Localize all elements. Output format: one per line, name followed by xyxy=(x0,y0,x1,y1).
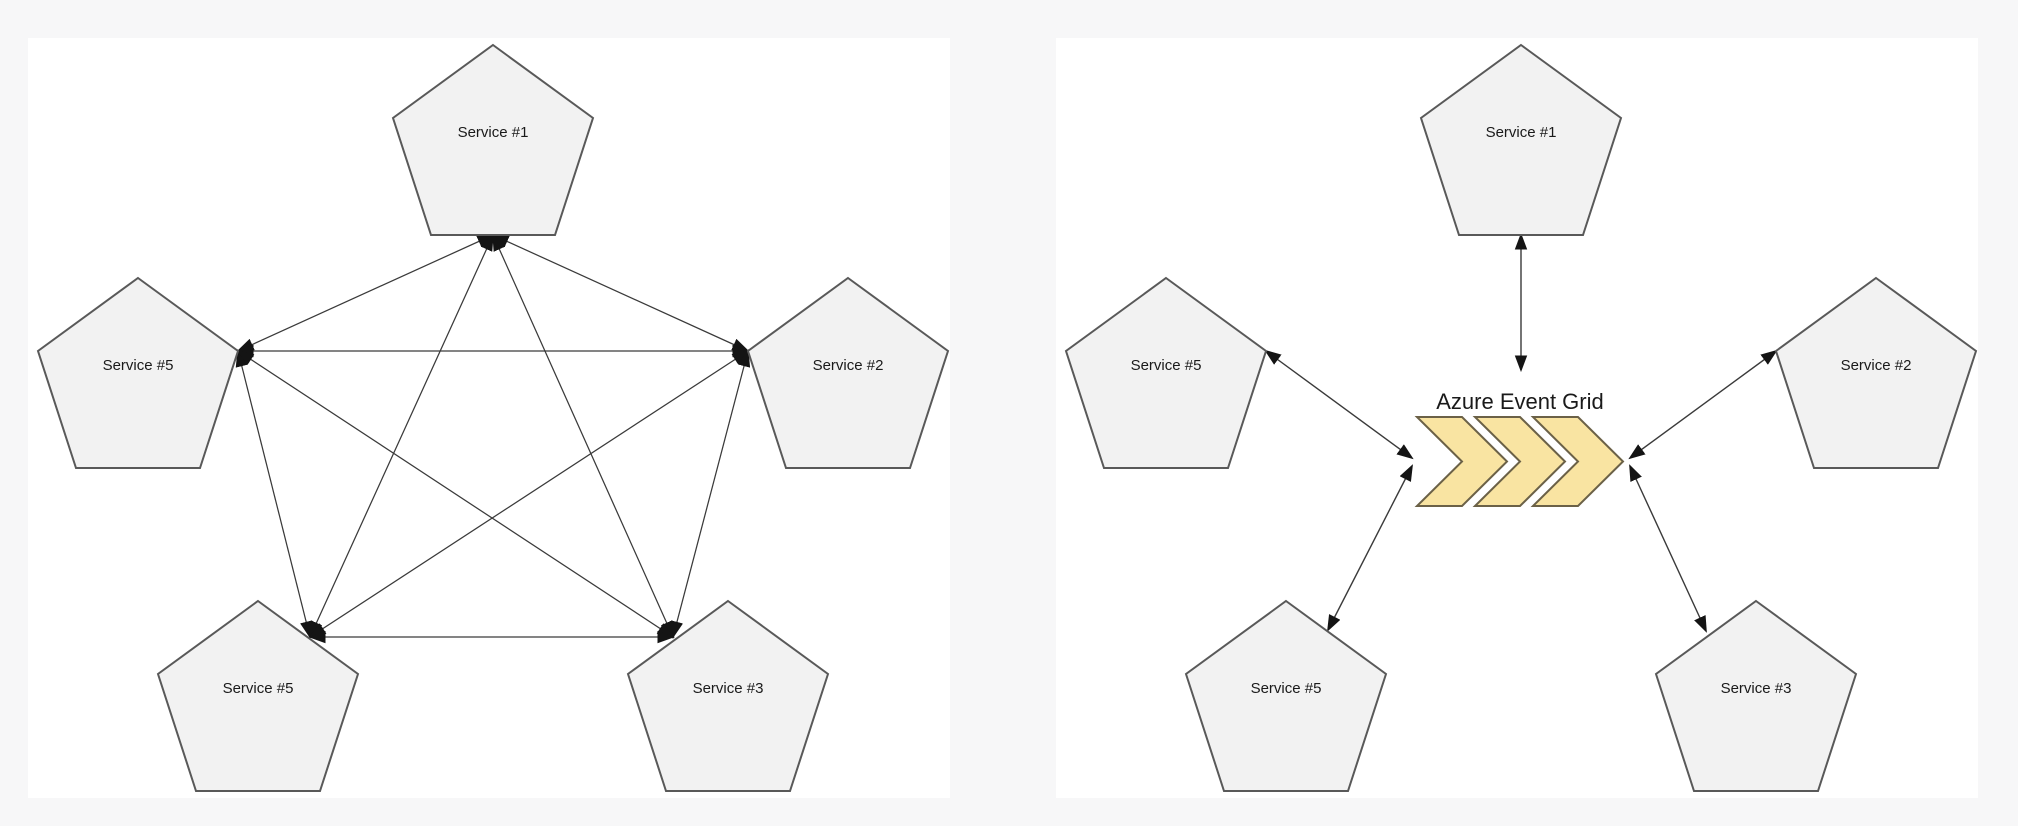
node-label: Service #5 xyxy=(1251,680,1322,697)
pentagon-service-2: Service #2 xyxy=(1774,276,1978,469)
azure-event-grid-hub: Azure Event Grid xyxy=(1414,389,1625,507)
chevron-icon xyxy=(1472,416,1567,507)
pentagon-shape xyxy=(1184,599,1388,792)
connector-s3-grid xyxy=(1629,464,1707,633)
node-label: Service #5 xyxy=(1131,357,1202,374)
pentagon-service-2: Service #2 xyxy=(746,276,950,469)
node-label: Service #2 xyxy=(1841,357,1912,374)
node-label: Service #5 xyxy=(103,357,174,374)
pentagon-service-5: Service #5 xyxy=(36,276,240,469)
chevron-icon xyxy=(1530,416,1625,507)
pentagon-shape xyxy=(626,599,830,792)
connector-s5-grid xyxy=(1264,349,1414,460)
pentagon-shape xyxy=(1654,599,1858,792)
pentagon-service-5: Service #5 xyxy=(1064,276,1268,469)
pentagon-service-1: Service #1 xyxy=(1419,43,1623,236)
mesh-edges xyxy=(235,233,751,644)
azure-event-grid-label: Azure Event Grid xyxy=(1436,389,1604,414)
pentagon-service-4: Service #5 xyxy=(1184,599,1388,792)
pentagon-shape xyxy=(1064,276,1268,469)
node-label: Service #3 xyxy=(1721,680,1792,697)
pentagon-service-3: Service #3 xyxy=(626,599,830,792)
pentagon-shape xyxy=(746,276,950,469)
node-label: Service #1 xyxy=(1486,124,1557,141)
pentagon-shape xyxy=(391,43,595,236)
pentagon-service-1: Service #1 xyxy=(391,43,595,236)
pentagon-shape xyxy=(1774,276,1978,469)
edge-s2-s3 xyxy=(670,349,751,639)
pentagon-shape xyxy=(36,276,240,469)
grid-connectors xyxy=(1264,232,1778,633)
node-label: Service #5 xyxy=(223,680,294,697)
pentagon-service-4: Service #5 xyxy=(156,599,360,792)
node-label: Service #1 xyxy=(458,124,529,141)
connector-s4-grid xyxy=(1327,464,1413,632)
node-label: Service #2 xyxy=(813,357,884,374)
pentagon-shape xyxy=(1419,43,1623,236)
pentagon-service-3: Service #3 xyxy=(1654,599,1858,792)
event-grid-diagram: Service #1 Service #2 Service #3 Service… xyxy=(1064,43,1978,792)
connector-s2-grid xyxy=(1628,349,1778,460)
pentagon-shape xyxy=(156,599,360,792)
chevron-icon xyxy=(1414,416,1509,507)
mesh-diagram: Service #1 Service #2 Service #3 Service… xyxy=(36,43,950,792)
node-label: Service #3 xyxy=(693,680,764,697)
